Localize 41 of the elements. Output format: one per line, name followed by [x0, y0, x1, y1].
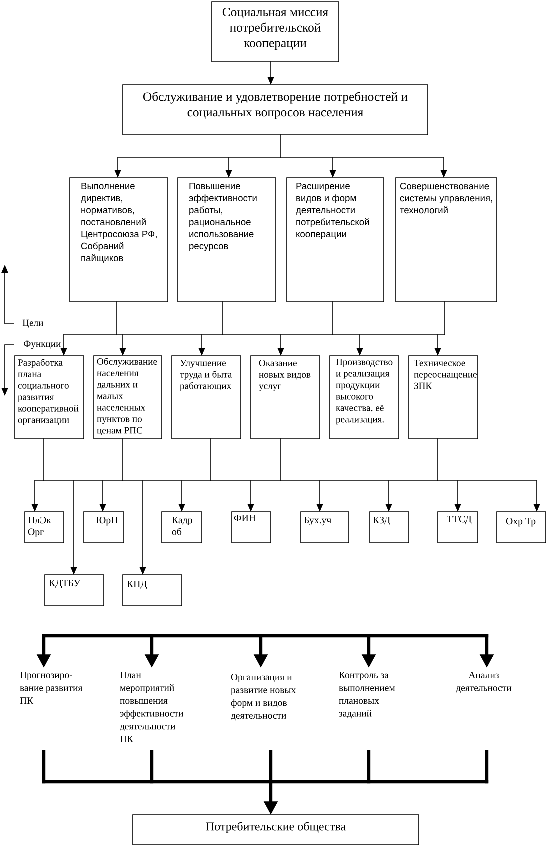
department-box: КДТБУ [44, 574, 104, 606]
level-label: Функции [24, 340, 61, 350]
department-box: КЗД [370, 512, 410, 544]
stage-text: Организация и развитие новых форм и видов деятельности [231, 674, 296, 721]
function-box: Улучшение труда и быта работающих [172, 356, 242, 440]
stage-text: Контроль за выполнением плановых заданий [339, 672, 396, 719]
goal-box: Совершенствование системы управления, технологий [396, 178, 498, 302]
branch-line [42, 780, 489, 784]
department-box: ЮрП [84, 512, 124, 544]
connector-line [444, 302, 446, 336]
branch-line [34, 480, 538, 482]
department-box: КПД [122, 574, 182, 606]
connector-line [122, 438, 124, 482]
connector-line [210, 438, 212, 482]
stage-text: Анализ деятельности [456, 672, 512, 694]
function-box: Техническое переоснащение ЗПК [408, 356, 478, 440]
result-box: Потребительские общества [132, 814, 420, 846]
function-box: Разработка плана социального развития кооперативной организации [14, 356, 84, 440]
stage-text: План мероприятий повышения эффективности деятельности ПК [120, 672, 184, 742]
department-box: Охр Тр [496, 512, 546, 544]
department-box: Кадр об [162, 512, 202, 544]
branch-line [64, 334, 446, 336]
department-box: ТТСД [438, 512, 478, 544]
stage-text: Прогнозиро- вание развития ПК [20, 672, 83, 704]
connector-line [222, 302, 224, 336]
connector-line [280, 438, 282, 482]
goal-box: Выполнение директив, нормативов, постановлений Центросоюза РФ, Собраний пайщиков [70, 178, 168, 302]
process-box: Обслуживание и удовлетворение потребностей и социальных вопросов населения [122, 84, 428, 136]
department-box: Бух.уч [300, 512, 350, 544]
function-box: Производство и реализация продукции высокого качества, её реализация. [330, 356, 400, 440]
function-box: Оказание новых видов услуг [250, 356, 320, 440]
connector-line [280, 134, 282, 158]
connector-line [116, 302, 118, 336]
connector-line [332, 302, 334, 336]
level-label: Цели [22, 320, 44, 328]
department-box: ФИН [232, 512, 272, 544]
department-box: ПлЭк Орг [24, 512, 64, 544]
function-box: Обслуживание населения дальних и малых населенных пунктов по ценам РПС [94, 356, 162, 440]
heading-box: Социальная миссия потребительской кооперации [212, 2, 340, 62]
goal-box: Повышение эффективности работы, рациональное использование ресурсов [178, 178, 276, 302]
goal-box: Расширение видов и форм деятельности потребительской кооперации [286, 178, 384, 302]
